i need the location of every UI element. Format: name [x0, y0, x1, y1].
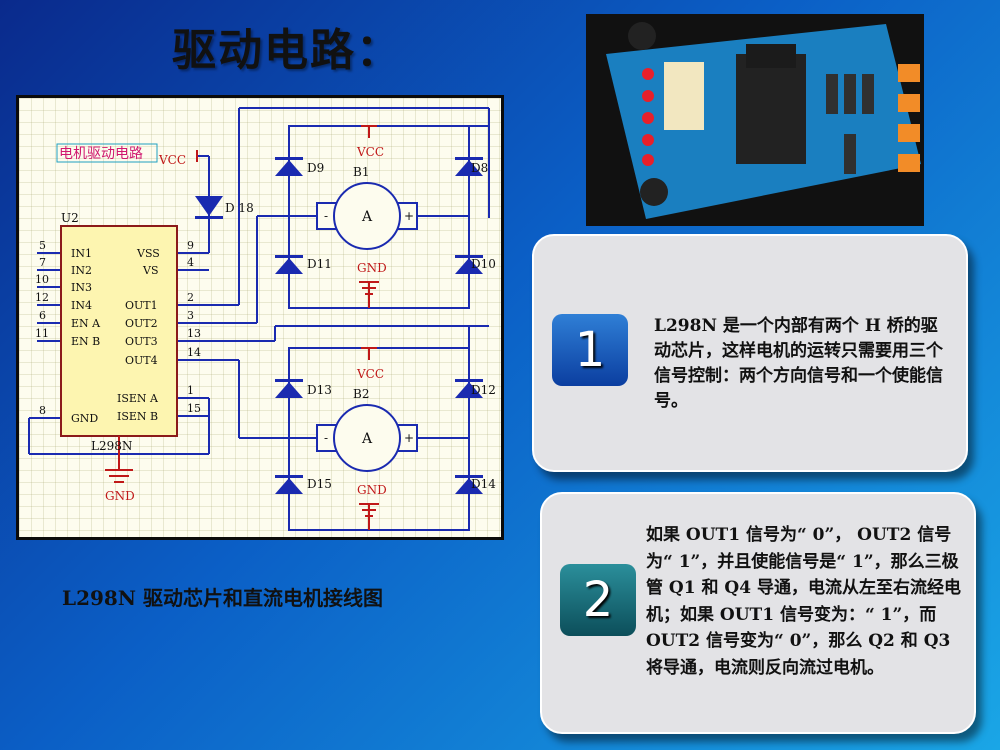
bridge2-vcc: VCC	[356, 367, 384, 381]
card-text: 如果 OUT1 信号为“ 0”， OUT2 信号为“ 1”，并且使能信号是“ 1…	[646, 525, 961, 678]
bridge2-d-tl: D13	[307, 383, 332, 397]
card-text: L298N 是一个内部有两个 H 桥的驱动芯片，这样电机的运转只需要用三个信号控…	[654, 316, 943, 411]
pin-num: 1	[187, 384, 194, 397]
pin-name: ISEN B	[117, 410, 158, 423]
bridge1-vcc: VCC	[356, 145, 384, 159]
pin-num: 10	[35, 273, 49, 286]
pin-name: IN2	[71, 264, 92, 277]
bridge1-d-bl: D11	[307, 257, 332, 271]
vcc-label: VCC	[158, 153, 186, 167]
label-box: 电机驱动电路	[59, 146, 143, 162]
pin-num: 8	[39, 404, 46, 417]
bridge1-motor-letter: A	[361, 209, 373, 225]
bridge2-d-bl: D15	[307, 477, 332, 491]
pin-name: OUT3	[125, 335, 158, 348]
pin-num: 3	[187, 309, 194, 322]
pin-num: 11	[35, 327, 49, 340]
bridge2-gnd: GND	[357, 483, 387, 497]
bridge1-minus: -	[324, 209, 328, 223]
pin-name: VS	[142, 264, 158, 277]
pin-name: OUT4	[125, 354, 158, 367]
pin-name: IN1	[71, 247, 92, 260]
pin-num: 9	[187, 239, 194, 252]
gnd-label: GND	[105, 489, 135, 503]
pin-name: EN B	[71, 335, 100, 348]
d18-label: D 18	[225, 201, 254, 215]
pin-num: 13	[187, 327, 201, 340]
pin-name: ISEN A	[117, 392, 159, 405]
pin-num: 4	[187, 256, 194, 269]
pin-num: 7	[39, 256, 46, 269]
pin-num: 15	[187, 402, 201, 415]
schematic-caption: L298N 驱动芯片和直流电机接线图	[62, 586, 384, 610]
bridge2-d-tr: D12	[471, 383, 496, 397]
slide-title: 驱动电路：	[172, 25, 402, 76]
pin-num: 12	[35, 291, 49, 304]
bridge1-gnd: GND	[357, 261, 387, 275]
bridge1-d-br: D10	[471, 257, 496, 271]
bridge2-d-br: D14	[471, 477, 496, 491]
bridge2-minus: -	[324, 431, 328, 445]
bridge1-motor: B1	[353, 165, 369, 179]
pin-num: 14	[187, 346, 201, 359]
chip-name: L298N	[91, 439, 132, 453]
pin-num: 5	[39, 239, 46, 252]
circuit-schematic: 电机驱动电路 VCC D 18 U2 L298N GND 5 IN1 7 IN2…	[16, 95, 504, 540]
card-number-badge: 2	[560, 564, 636, 636]
pin-name: OUT2	[125, 317, 158, 330]
bridge1-plus: +	[404, 209, 414, 223]
driver-board-photo	[586, 14, 924, 226]
pin-name: EN A	[71, 317, 101, 330]
pin-name: GND	[71, 412, 98, 425]
bridge2-motor-letter: A	[361, 431, 373, 447]
chip-ref: U2	[61, 211, 79, 225]
pin-name: IN3	[71, 281, 92, 294]
info-card-2: 2 如果 OUT1 信号为“ 0”， OUT2 信号为“ 1”，并且使能信号是“…	[540, 492, 976, 734]
pin-num: 2	[187, 291, 194, 304]
pin-name: VSS	[136, 247, 160, 260]
bridge1-d-tr: D8	[471, 161, 488, 175]
bridge2-plus: +	[404, 431, 414, 445]
info-card-1: 1 L298N 是一个内部有两个 H 桥的驱动芯片，这样电机的运转只需要用三个信…	[532, 234, 968, 472]
pin-name: IN4	[71, 299, 92, 312]
card-number-badge: 1	[552, 314, 628, 386]
bridge1-d-tl: D9	[307, 161, 324, 175]
pin-num: 6	[39, 309, 46, 322]
bridge2-motor: B2	[353, 387, 369, 401]
pin-name: OUT1	[125, 299, 158, 312]
